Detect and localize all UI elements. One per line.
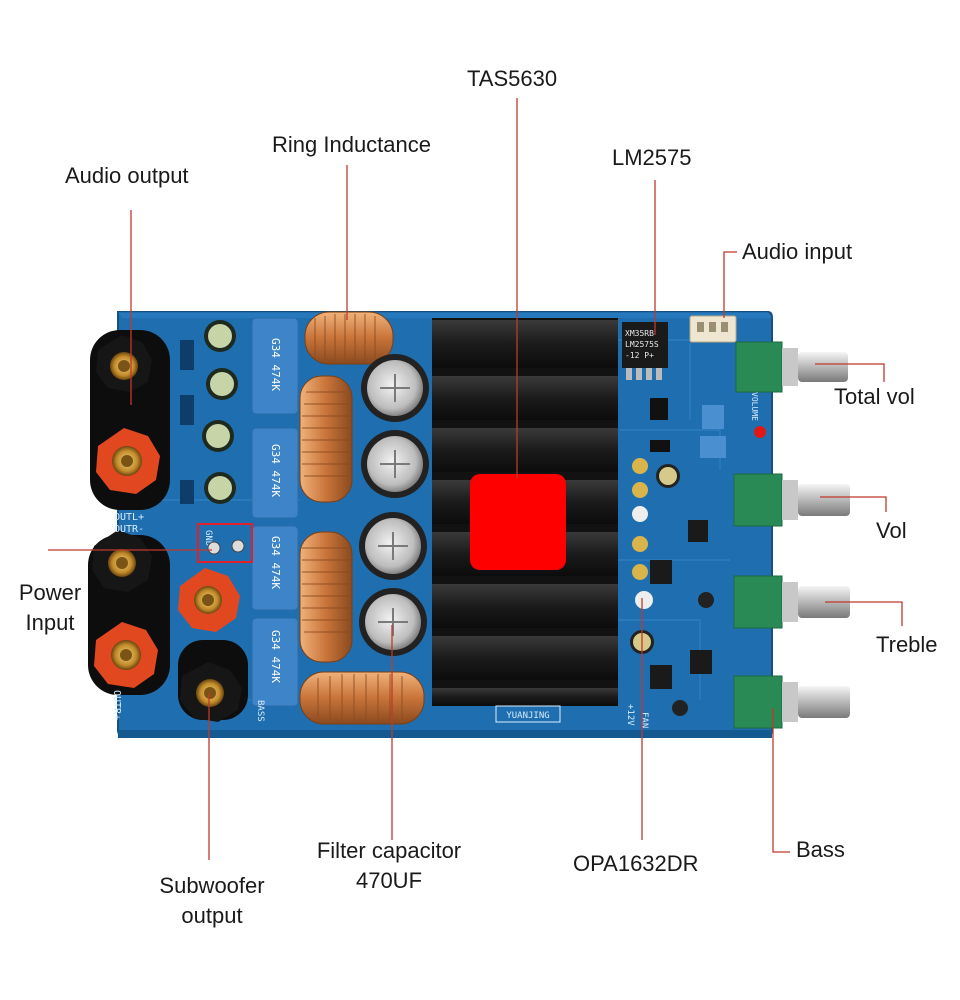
right-small-components: [630, 398, 766, 716]
binding-post-black-mid: [92, 530, 152, 592]
label-total-vol: Total vol: [834, 384, 915, 409]
lm2575-chip: [622, 322, 668, 380]
label-subwoofer-2: output: [181, 903, 243, 928]
leader-total-vol: [815, 363, 885, 382]
silk-outr-minus: OUTR-: [114, 524, 144, 535]
silk-outr-plus: OUTR+: [111, 690, 122, 720]
pot-bass: [733, 675, 850, 729]
chip-marking-3: -12 P+: [625, 351, 654, 360]
binding-post-red-center: [178, 568, 240, 632]
label-ring-inductance: Ring Inductance: [272, 132, 431, 157]
label-bass: Bass: [796, 837, 845, 862]
binding-post-black-subwoofer: [180, 662, 242, 722]
silk-gnd: GND: [203, 530, 213, 546]
silk-outl-plus: OUTL+: [114, 512, 144, 523]
film-cap-marking-4: G34 474K: [269, 630, 282, 683]
leader-treble: [825, 601, 903, 626]
label-vol: Vol: [876, 518, 907, 543]
label-power-input-2: Input: [25, 610, 75, 635]
silk-fan: FAN: [639, 712, 649, 728]
pot-treble: [733, 575, 850, 629]
leader-vol: [820, 496, 887, 512]
audio-input-connector: [689, 315, 737, 343]
chip-marking-2: LM2575S: [625, 340, 659, 349]
leader-audio-input: [723, 251, 737, 318]
film-cap-marking-2: G34 474K: [269, 444, 282, 497]
label-treble: Treble: [876, 632, 938, 657]
label-opa1632dr: OPA1632DR: [573, 851, 699, 876]
label-subwoofer-1: Subwoofer: [159, 873, 265, 898]
label-power-input-1: Power: [18, 580, 82, 605]
pot-total-vol: [735, 341, 848, 393]
leader-lines: [48, 98, 903, 860]
silk-volume: VOLUME: [750, 392, 759, 421]
label-filter-capacitor-2: 470UF: [355, 868, 423, 893]
chip-marking-1: XM35RB: [625, 329, 654, 338]
film-cap-marking-1: G34 474K: [269, 338, 282, 391]
tas5630-highlight-box: [470, 474, 566, 570]
binding-post-red-top: [96, 428, 160, 494]
binding-post-red-bottom: [94, 622, 158, 688]
label-audio-output: Audio output: [65, 163, 189, 188]
label-filter-capacitor-1: Filter capacitor: [316, 838, 462, 863]
ring-inductors: [299, 311, 425, 725]
power-input-terminal: [197, 523, 253, 563]
film-capacitors: [251, 317, 299, 707]
leader-bass: [772, 708, 790, 853]
label-tas5630: TAS5630: [467, 66, 558, 91]
silk-brand: YUANJING: [506, 711, 549, 721]
silk-bass: BASS: [255, 700, 265, 722]
label-audio-input: Audio input: [742, 239, 853, 264]
film-cap-marking-3: G34 474K: [269, 536, 282, 589]
pot-vol: [733, 473, 850, 527]
label-lm2575: LM2575: [612, 145, 692, 170]
small-capacitors: [180, 320, 238, 504]
silk-12v: +12V: [625, 704, 635, 726]
filter-capacitors: [359, 354, 429, 656]
